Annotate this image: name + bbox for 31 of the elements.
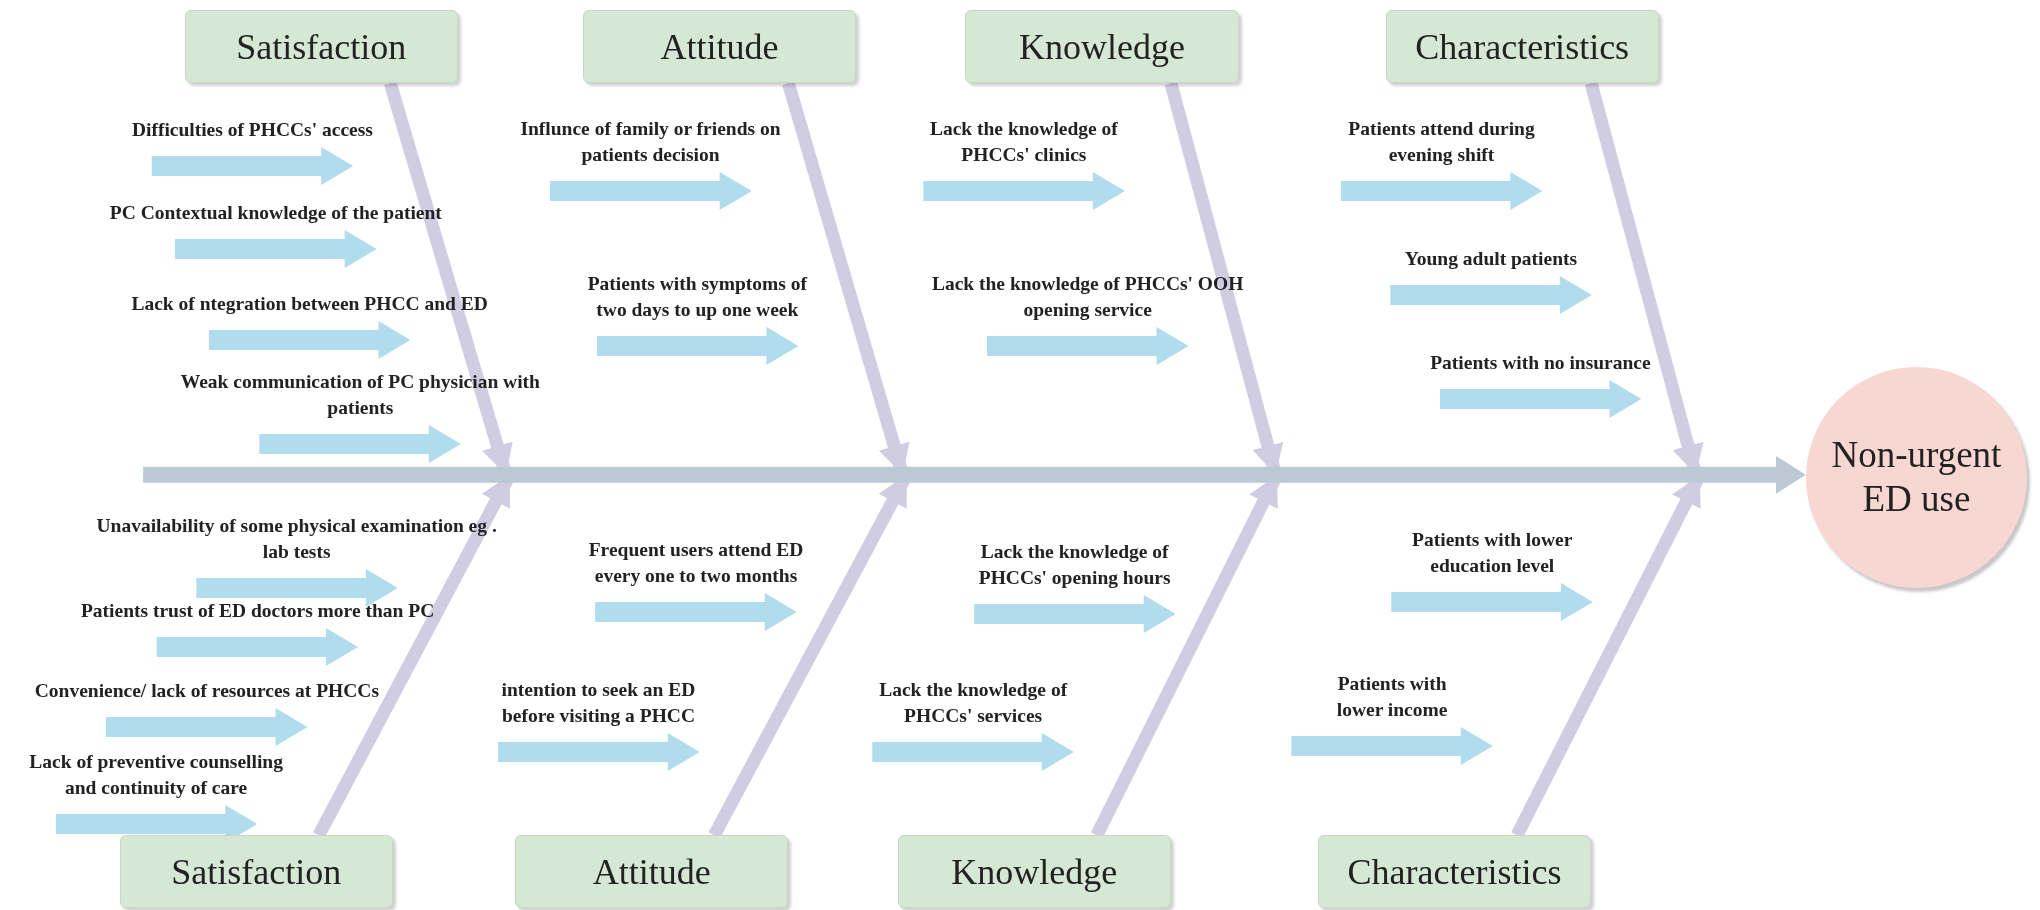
- cause-label: intention to seek an ED before visiting a PHCC: [500, 677, 697, 728]
- category-box: Knowledge: [897, 835, 1171, 909]
- cause-label: Lack the knowledge of PHCCs' clinics: [928, 116, 1119, 167]
- cause-label: Patients with symptoms of two days to up one week: [586, 271, 809, 322]
- cause-label: Lack the knowledge of PHCCs' OOH opening service: [931, 271, 1244, 322]
- category-box: Satisfaction: [119, 835, 393, 909]
- cause-label: Lack of preventive counselling and continuity of care: [28, 750, 284, 801]
- category-box: Satisfaction: [184, 10, 458, 84]
- cause-label: Unavailability of some physical examination eg . lab tests: [95, 513, 498, 564]
- cause-label: Patients with no insurance: [1430, 350, 1651, 375]
- spine-arrow: [143, 455, 1806, 494]
- category-box: Characteristics: [1385, 10, 1659, 84]
- effect-circle: Non-urgent ED use: [1805, 366, 2027, 589]
- category-box: Characteristics: [1317, 835, 1592, 909]
- cause-label: Patients with lower education level: [1411, 527, 1574, 578]
- cause-label: Lack the knowledge of PHCCs' services: [878, 677, 1069, 728]
- cause-label: Frequent users attend ED every one to two months: [587, 538, 805, 589]
- category-box: Knowledge: [965, 10, 1239, 84]
- cause-label: Lack of ntegration between PHCC and ED: [131, 292, 488, 317]
- cause-label: Lack the knowledge of PHCCs' opening hours: [977, 539, 1172, 590]
- category-box: Attitude: [582, 10, 857, 84]
- cause-label: Patients with lower income: [1335, 672, 1449, 723]
- cause-label: Convenience/ lack of resources at PHCCs: [34, 678, 379, 703]
- cause-label: Young adult patients: [1404, 246, 1578, 271]
- cause-label: Weak communication of PC physician with patients: [179, 370, 541, 421]
- cause-label: PC Contextual knowledge of the patient: [109, 201, 442, 226]
- cause-label: Patients attend during evening shift: [1347, 116, 1536, 167]
- cause-label: Difficulties of PHCCs' access: [131, 118, 373, 143]
- category-box: Attitude: [515, 835, 789, 909]
- cause-label: Influnce of family or friends on patients decision: [519, 116, 782, 167]
- cause-label: Patients trust of ED doctors more than PC: [80, 599, 435, 624]
